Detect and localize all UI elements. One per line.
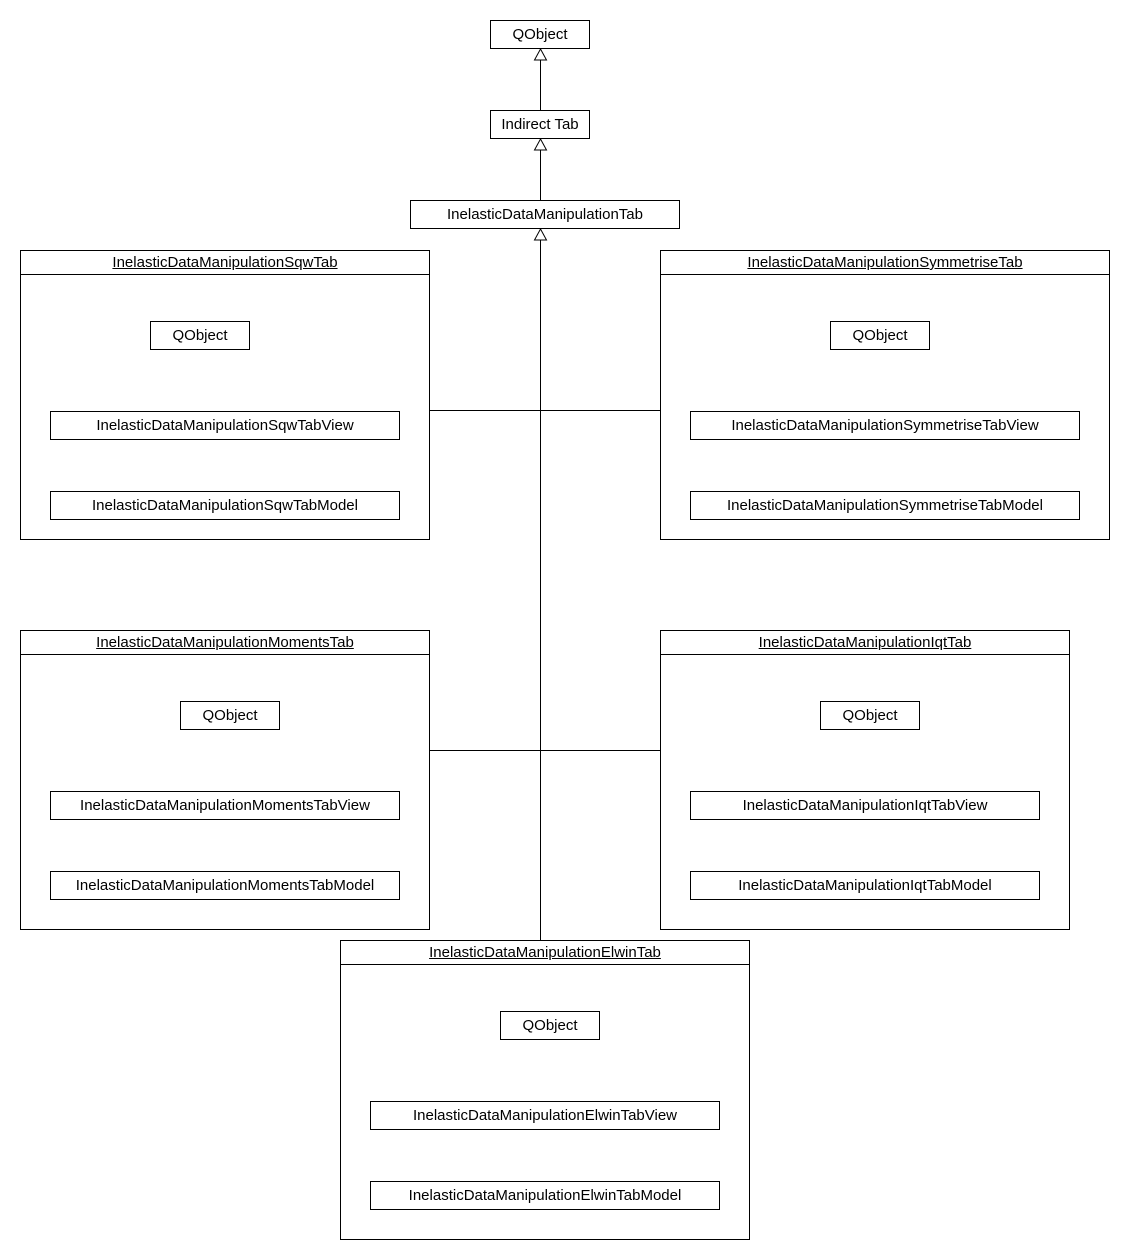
package-title: InelasticDataManipulationSqwTab: [21, 251, 429, 275]
arrowhead: [533, 227, 548, 241]
arrowhead: [533, 137, 548, 151]
class-label: InelasticDataManipulationMomentsTabModel: [75, 877, 375, 894]
arrowhead: [533, 47, 548, 61]
package-elwin-tab: InelasticDataManipulationElwinTab QObjec…: [340, 940, 750, 1240]
class-moments-tab-model: InelasticDataManipulationMomentsTabModel: [50, 871, 400, 900]
class-qobject-root: QObject: [490, 20, 590, 49]
class-inelastic-data-manipulation-tab: InelasticDataManipulationTab: [410, 200, 680, 229]
package-title: InelasticDataManipulationSymmetriseTab: [661, 251, 1109, 275]
class-label: InelasticDataManipulationIqtTabModel: [738, 877, 992, 894]
package-sqw-tab: InelasticDataManipulationSqwTab QObject …: [20, 250, 430, 540]
class-label: InelasticDataManipulationIqtTabView: [742, 797, 988, 814]
class-moments-tab-view: InelasticDataManipulationMomentsTabView: [50, 791, 400, 820]
class-label: InelasticDataManipulationElwinTabModel: [408, 1187, 682, 1204]
class-label: QObject: [522, 1017, 578, 1034]
package-title: InelasticDataManipulationMomentsTab: [21, 631, 429, 655]
class-label: InelasticDataManipulationElwinTabView: [412, 1107, 678, 1124]
class-sqw-tab-view: InelasticDataManipulationSqwTabView: [50, 411, 400, 440]
class-iqt-tab-view: InelasticDataManipulationIqtTabView: [690, 791, 1040, 820]
class-qobject: QObject: [820, 701, 920, 730]
class-qobject: QObject: [150, 321, 250, 350]
class-qobject: QObject: [830, 321, 930, 350]
class-label: InelasticDataManipulationSymmetriseTabMo…: [727, 497, 1043, 514]
class-symmetrise-tab-view: InelasticDataManipulationSymmetriseTabVi…: [690, 411, 1080, 440]
class-elwin-tab-model: InelasticDataManipulationElwinTabModel: [370, 1181, 720, 1210]
class-label: QObject: [852, 327, 908, 344]
package-title: InelasticDataManipulationElwinTab: [341, 941, 749, 965]
class-sqw-tab-model: InelasticDataManipulationSqwTabModel: [50, 491, 400, 520]
class-label: QObject: [842, 707, 898, 724]
class-label: QObject: [202, 707, 258, 724]
package-symmetrise-tab: InelasticDataManipulationSymmetriseTab Q…: [660, 250, 1110, 540]
class-elwin-tab-view: InelasticDataManipulationElwinTabView: [370, 1101, 720, 1130]
package-title: InelasticDataManipulationIqtTab: [661, 631, 1069, 655]
class-label: InelasticDataManipulationMomentsTabView: [80, 797, 370, 814]
class-indirect-tab: Indirect Tab: [490, 110, 590, 139]
package-iqt-tab: InelasticDataManipulationIqtTab QObject …: [660, 630, 1070, 930]
class-label: QObject: [172, 327, 228, 344]
class-label: InelasticDataManipulationSqwTabModel: [92, 497, 358, 514]
class-label: QObject: [512, 26, 568, 43]
package-moments-tab: InelasticDataManipulationMomentsTab QObj…: [20, 630, 430, 930]
class-iqt-tab-model: InelasticDataManipulationIqtTabModel: [690, 871, 1040, 900]
class-label: Indirect Tab: [501, 116, 579, 133]
class-label: InelasticDataManipulationSqwTabView: [96, 417, 354, 434]
class-symmetrise-tab-model: InelasticDataManipulationSymmetriseTabMo…: [690, 491, 1080, 520]
class-qobject: QObject: [500, 1011, 600, 1040]
class-label: InelasticDataManipulationSymmetriseTabVi…: [731, 417, 1039, 434]
class-qobject: QObject: [180, 701, 280, 730]
class-label: InelasticDataManipulationTab: [447, 206, 643, 223]
